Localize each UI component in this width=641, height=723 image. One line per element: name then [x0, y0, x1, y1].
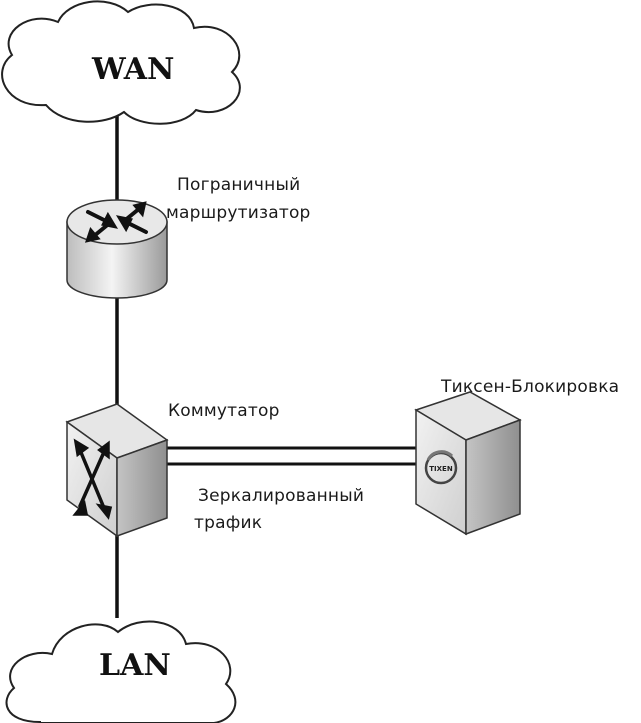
router-label-line1: Пограничный: [177, 175, 301, 195]
router-label-line2: маршрутизатор: [166, 203, 311, 223]
switch-icon: [65, 403, 169, 538]
blocker-label: Тиксен-Блокировка: [441, 377, 620, 397]
mirror-link: [163, 446, 420, 466]
wan-label: WAN: [92, 52, 175, 87]
logo-text: TIXEN: [429, 465, 453, 473]
lan-label: LAN: [99, 648, 171, 683]
appliance-icon: TIXEN: [414, 391, 522, 536]
mirror-label-line2: трафик: [194, 513, 263, 533]
tixen-logo: TIXEN: [424, 450, 458, 485]
router-icon: [66, 199, 168, 299]
mirror-label-line1: Зеркалированный: [198, 486, 365, 506]
wan-cloud-icon: [1, 0, 241, 125]
lan-cloud-icon: [5, 620, 237, 723]
switch-label: Коммутатор: [168, 401, 280, 421]
